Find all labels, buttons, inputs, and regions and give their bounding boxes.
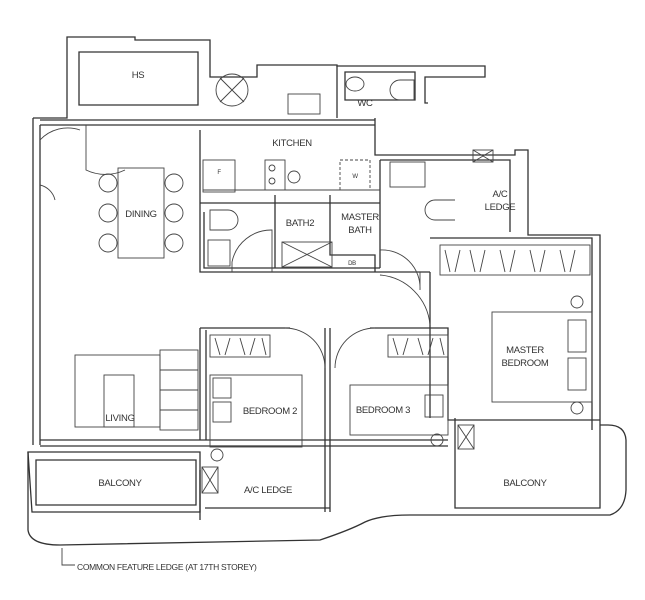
- label-db: DB: [348, 261, 356, 267]
- label-master-bedroom-1: MASTER: [506, 345, 544, 356]
- label-common-feature-ledge: COMMON FEATURE LEDGE (AT 17TH STOREY): [77, 562, 257, 572]
- label-bedroom3: BEDROOM 3: [356, 405, 410, 416]
- label-balcony-left: BALCONY: [98, 478, 142, 489]
- label-living: LIVING: [105, 413, 134, 424]
- label-wc: WC: [357, 98, 373, 109]
- label-dining: DINING: [125, 209, 156, 220]
- label-master-bedroom-2: BEDROOM: [502, 358, 549, 369]
- label-washer: W: [352, 174, 358, 180]
- label-ac-ledge-top-1: A/C: [493, 189, 508, 200]
- walls: [27, 36, 627, 566]
- label-master-bath-2: BATH: [348, 225, 372, 236]
- label-bath2: BATH2: [286, 218, 314, 229]
- label-fridge: F: [217, 170, 221, 176]
- label-kitchen: KITCHEN: [272, 138, 312, 149]
- label-master-bath-1: MASTER: [341, 212, 379, 223]
- label-ac-ledge-bottom: A/C LEDGE: [244, 485, 292, 496]
- fixtures: [74, 73, 593, 494]
- doors: [39, 125, 431, 369]
- label-balcony-right: BALCONY: [503, 478, 547, 489]
- label-hs: HS: [132, 70, 145, 81]
- label-bedroom2: BEDROOM 2: [243, 406, 297, 417]
- label-ac-ledge-top-2: LEDGE: [485, 202, 516, 213]
